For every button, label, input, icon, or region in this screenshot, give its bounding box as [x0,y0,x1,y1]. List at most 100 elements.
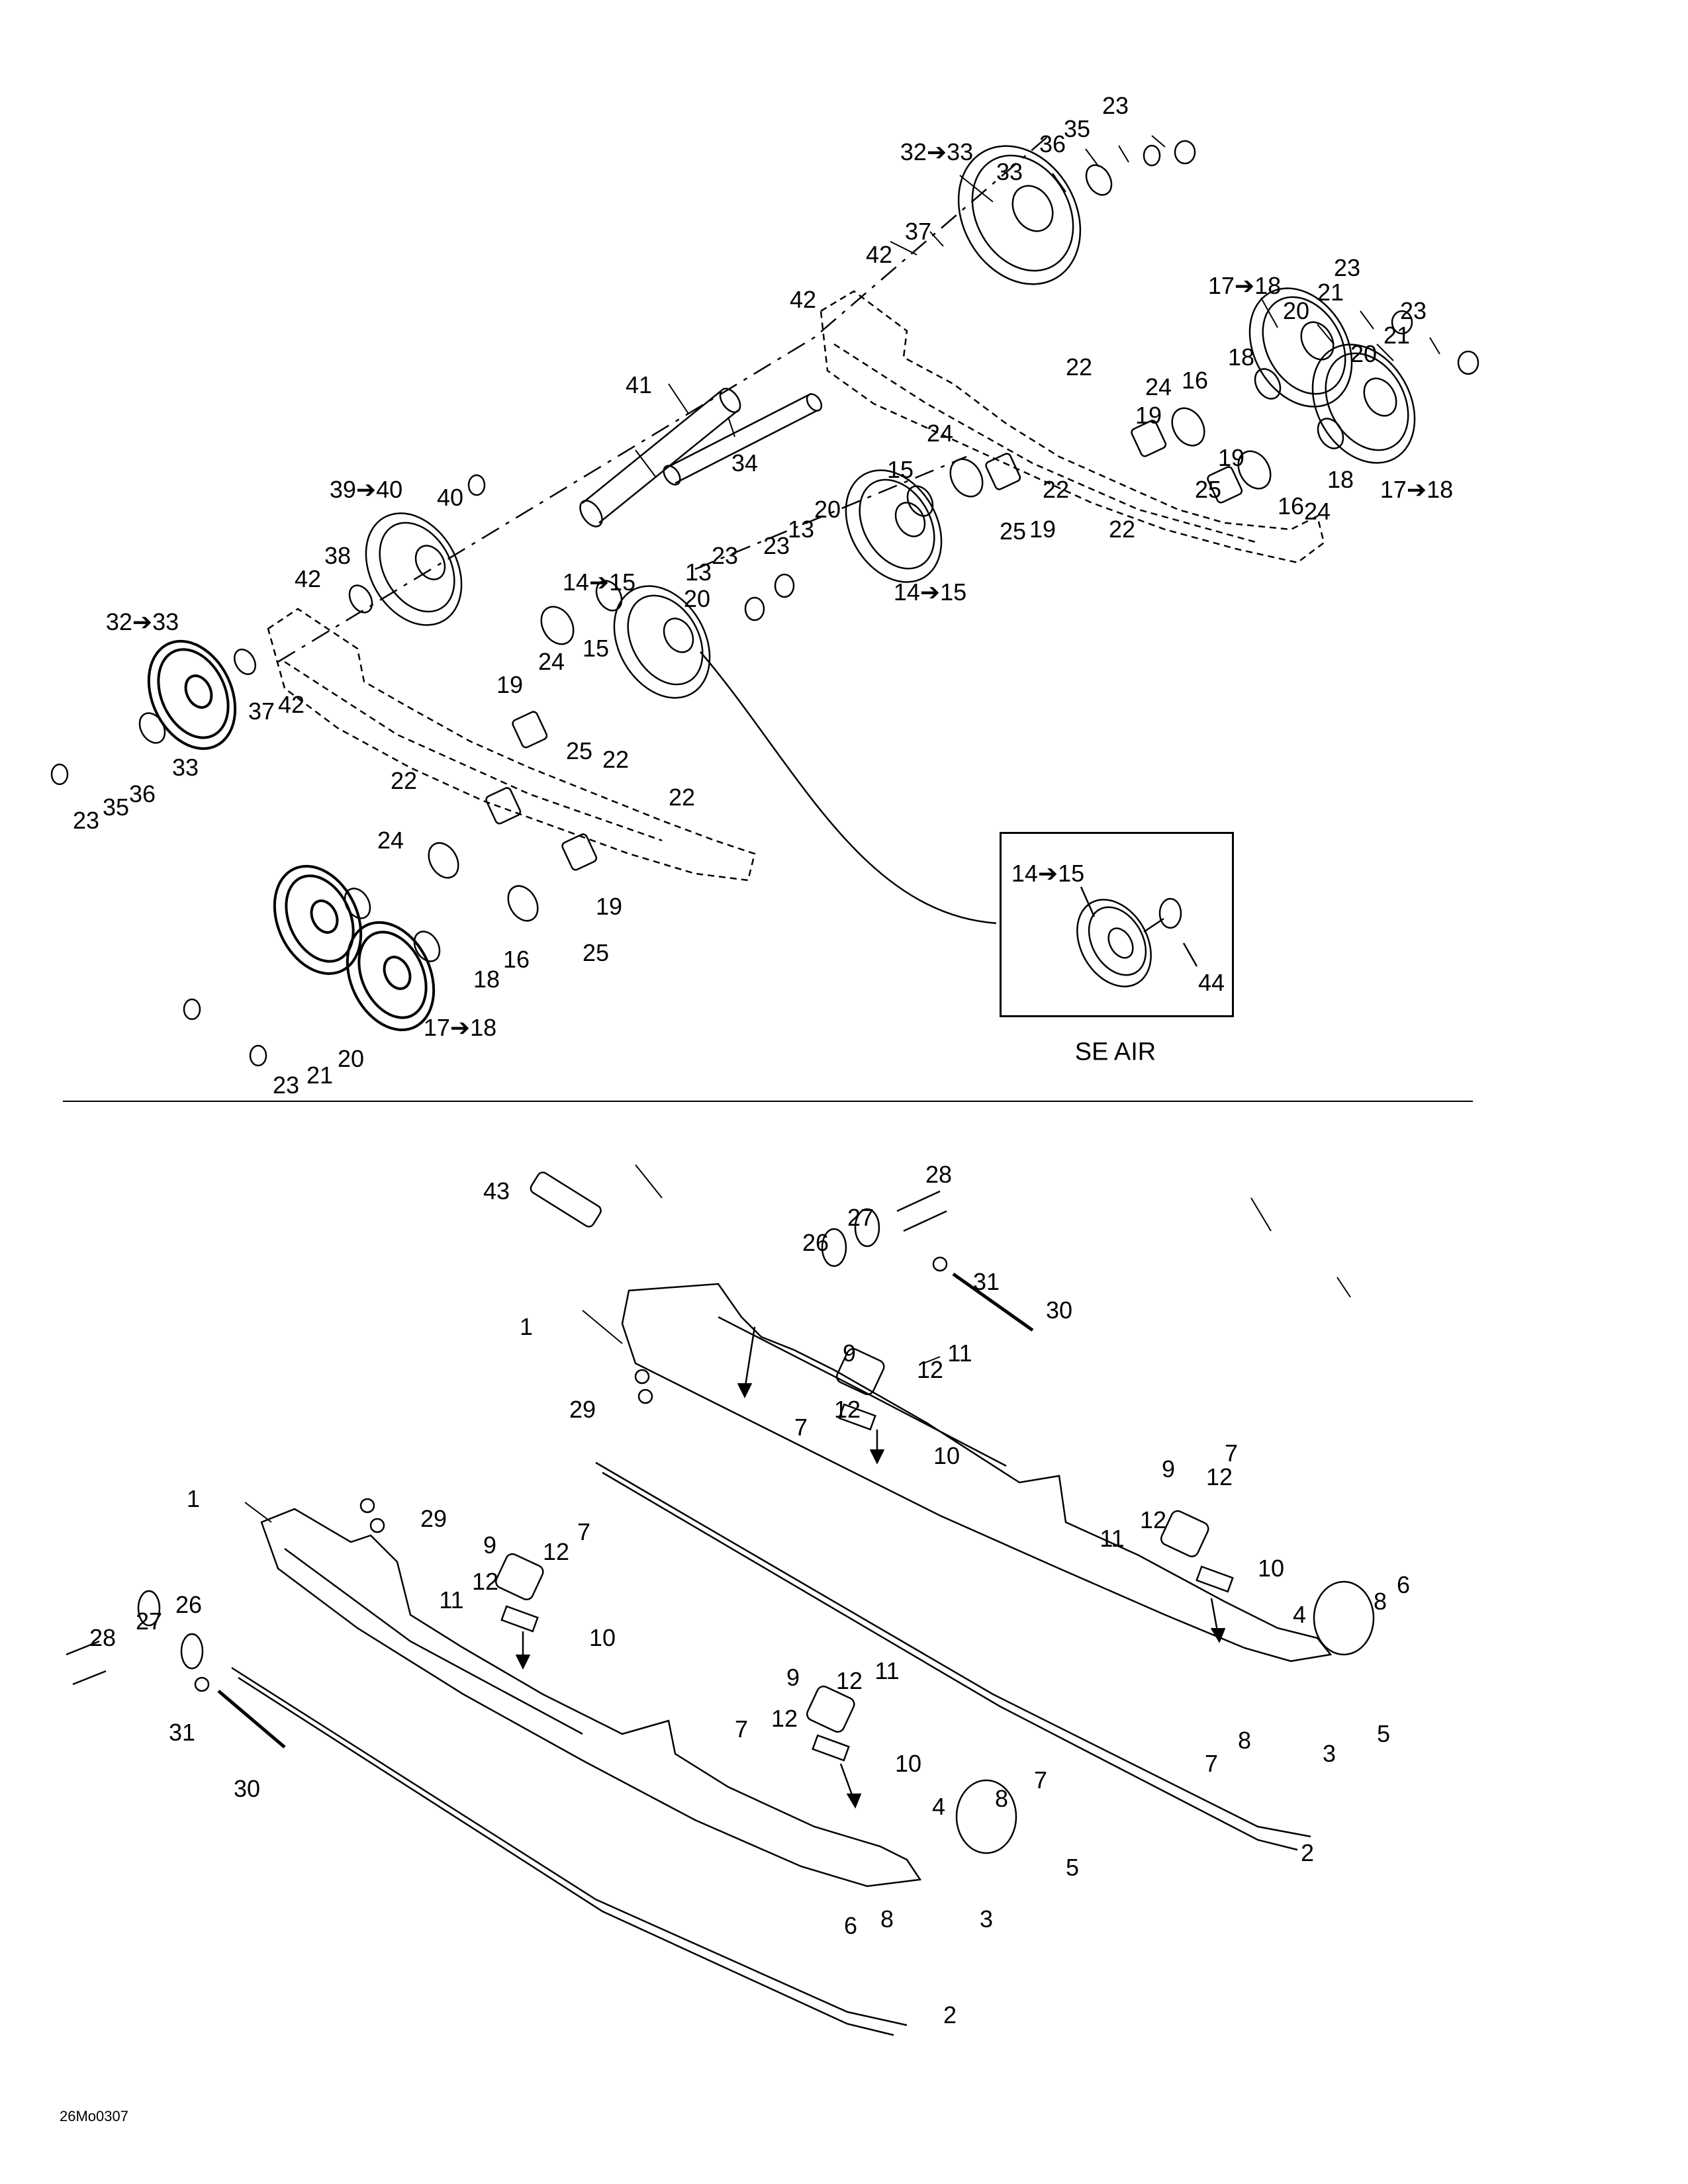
callout-label: 19 [595,893,623,920]
callout-label: 29 [569,1396,596,1423]
bumper-5-right [1314,1582,1374,1655]
callout-label: 9 [786,1664,800,1691]
callout-label: 7 [1033,1766,1048,1794]
callout-label: 23 [1333,254,1361,281]
callout-label: 35 [102,794,130,821]
callout-label: 17➔18 [1380,476,1454,503]
callout-label: 12 [916,1356,944,1383]
callout-label: 11 [1100,1525,1125,1552]
decal-43 [529,1170,603,1228]
idler-wheel-39 [347,496,481,643]
callout-label: 7 [1204,1750,1219,1777]
callout-label: 35 [1063,115,1091,142]
callout-label: 20 [683,585,711,612]
callout-label: 16 [1277,492,1305,520]
slide-frame-left [261,1509,920,1886]
callout-label: 19 [1029,516,1056,543]
idler-wheel-17-upper-a [1229,270,1372,426]
callout-label: 30 [1045,1297,1073,1324]
callout-label: 20 [1350,340,1378,367]
callout-label: 27 [135,1608,163,1635]
callout-label: 20 [337,1045,365,1072]
se-air-inset-box [1000,832,1234,1017]
callout-label: 36 [1039,130,1066,158]
callout-label: 10 [1257,1555,1285,1582]
callout-label: 37 [248,698,275,725]
callout-label: 24 [1145,373,1172,400]
idler-wheel-32-spoked [132,627,252,763]
callout-label: 10 [894,1750,922,1777]
callout-label: 2 [1300,1839,1315,1866]
slide-runner-right [596,1463,1311,1850]
small-hardware-upper [52,141,1478,1066]
callout-label: 15 [582,635,610,662]
callout-label: 5 [1376,1720,1391,1747]
idler-wheel-14-left [595,569,729,715]
callout-label: 34 [731,449,759,477]
callout-label: 20 [814,496,841,523]
callout-label: 12 [1139,1506,1167,1533]
callout-label: 10 [933,1442,961,1469]
lower-hardware [66,1170,1374,1853]
callout-label: 32➔33 [105,608,179,635]
callout-label: 36 [128,780,156,807]
callout-label: 23 [763,532,790,559]
callout-label: 19 [1135,402,1162,429]
callout-label: 18 [1227,343,1255,371]
callout-label: 22 [1108,516,1136,543]
callout-label: 26 [175,1591,203,1618]
callout-label: 23 [711,542,739,569]
callout-label: 18 [473,966,500,993]
inset-reference-leader [700,652,996,923]
bushing-19-group [485,420,1243,872]
callout-label: 8 [1373,1588,1387,1615]
callout-label: 4 [1292,1601,1307,1628]
callout-label: 12 [833,1396,861,1423]
callout-label: 24 [926,420,954,447]
callout-label: 39➔40 [329,476,403,503]
callout-label: 16 [502,946,530,973]
callout-label: 24 [538,648,565,675]
upper-rear-frame-rail-left [268,609,755,880]
shaft-41 [576,385,745,531]
callout-label: 9 [483,1531,497,1559]
callout-label: 24 [377,827,404,854]
callout-label: 4 [931,1793,946,1820]
callout-label: 7 [577,1518,591,1545]
callout-label: 9 [1161,1455,1176,1482]
bumper-5-left [957,1780,1016,1853]
callout-label: 40 [436,484,464,511]
callout-label: 9 [842,1340,857,1367]
idler-wheel-17-upper-b [1292,326,1435,482]
callout-label: 6 [1396,1571,1411,1598]
callout-label: 22 [602,746,630,773]
callout-label: 1 [186,1485,201,1512]
callout-label: 12 [1205,1463,1233,1490]
inset-caption: SE AIR [1074,1038,1156,1066]
callout-label: 22 [390,767,418,794]
inset-callout-label: 44 [1197,969,1225,996]
callout-label: 11 [439,1586,464,1614]
callout-label: 2 [943,2001,957,2028]
callout-label: 5 [1065,1854,1080,1881]
callout-label: 42 [277,691,305,718]
callout-label: 16 [1181,367,1209,394]
callout-label: 21 [1317,279,1344,306]
callout-label: 38 [324,542,352,569]
callout-label: 13 [684,559,712,586]
callout-label: 8 [1237,1727,1252,1754]
callout-label: 19 [1217,444,1245,471]
callout-label: 21 [1383,322,1411,349]
callout-label: 33 [171,754,199,781]
callout-label: 23 [1102,92,1129,119]
callout-label: 1 [519,1313,534,1340]
callout-label: 22 [1065,353,1093,381]
callout-label: 32➔33 [900,138,974,165]
callout-label: 7 [1224,1439,1239,1467]
callout-label: 26 [802,1229,829,1256]
callout-label: 6 [843,1912,858,1939]
callout-label: 3 [979,1905,994,1933]
callout-label: 25 [582,939,610,966]
callout-label: 22 [1042,476,1070,503]
